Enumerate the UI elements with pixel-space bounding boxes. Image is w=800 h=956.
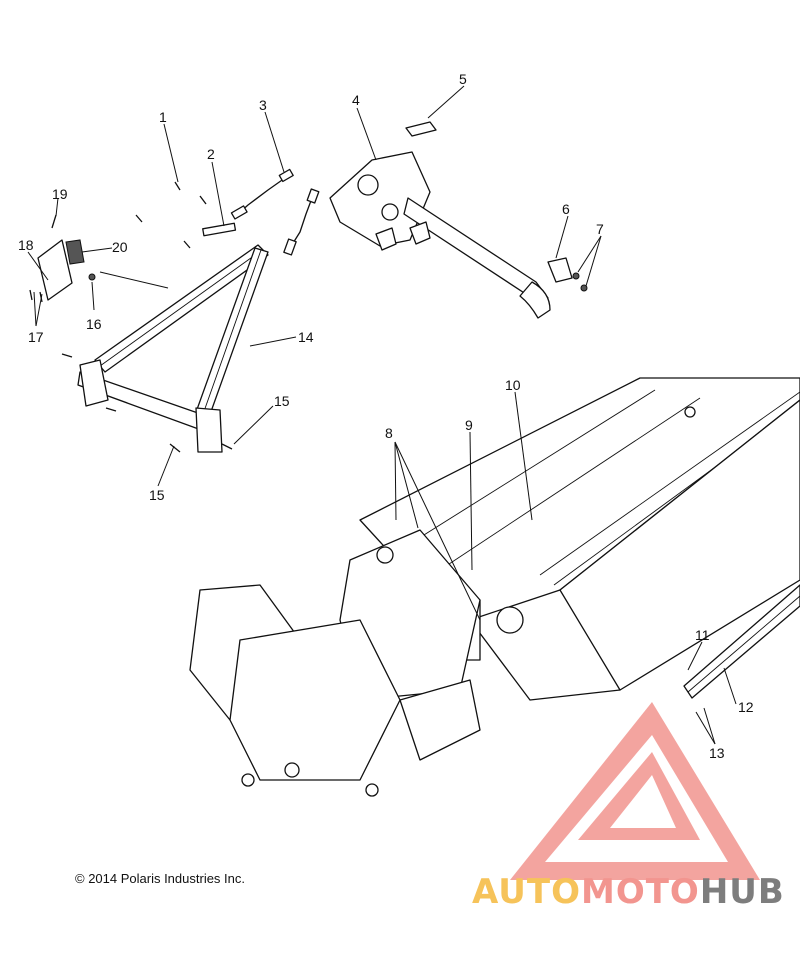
copyright-text: © 2014 Polaris Industries Inc. (75, 871, 245, 886)
watermark-part-2: MOTO (580, 872, 700, 912)
callout-2: 2 (207, 146, 215, 162)
callout-16: 16 (86, 316, 102, 332)
callout-7: 7 (596, 221, 604, 237)
chassis-tunnel (189, 377, 800, 797)
callout-labels: 1 2 3 4 5 6 7 8 9 10 11 12 13 14 15 15 1… (18, 71, 754, 761)
leader-lines (27, 85, 737, 745)
callout-12: 12 (738, 699, 754, 715)
callout-9: 9 (465, 417, 473, 433)
watermark-part-1: AUTO (472, 872, 581, 912)
callout-15-lower: 15 (149, 487, 165, 503)
callout-8: 8 (385, 425, 393, 441)
callout-19: 19 (52, 186, 68, 202)
callout-17: 17 (28, 329, 44, 345)
callout-18: 18 (18, 237, 34, 253)
callout-14: 14 (298, 329, 314, 345)
callout-6: 6 (562, 201, 570, 217)
callout-11: 11 (695, 627, 710, 643)
callout-1: 1 (159, 109, 167, 125)
callout-20: 20 (112, 239, 128, 255)
watermark-logo (510, 702, 760, 880)
callout-10: 10 (505, 377, 521, 393)
callout-5: 5 (459, 71, 467, 87)
callout-3: 3 (259, 97, 267, 113)
callout-13: 13 (709, 745, 725, 761)
brace-assembly (29, 168, 320, 453)
callout-4: 4 (352, 92, 360, 108)
watermark-part-3: HUB (699, 872, 785, 912)
callout-15-upper: 15 (274, 393, 290, 409)
watermark-wordmark: AUTOMOTOHUB (472, 872, 785, 912)
steering-post-assembly (329, 121, 588, 319)
